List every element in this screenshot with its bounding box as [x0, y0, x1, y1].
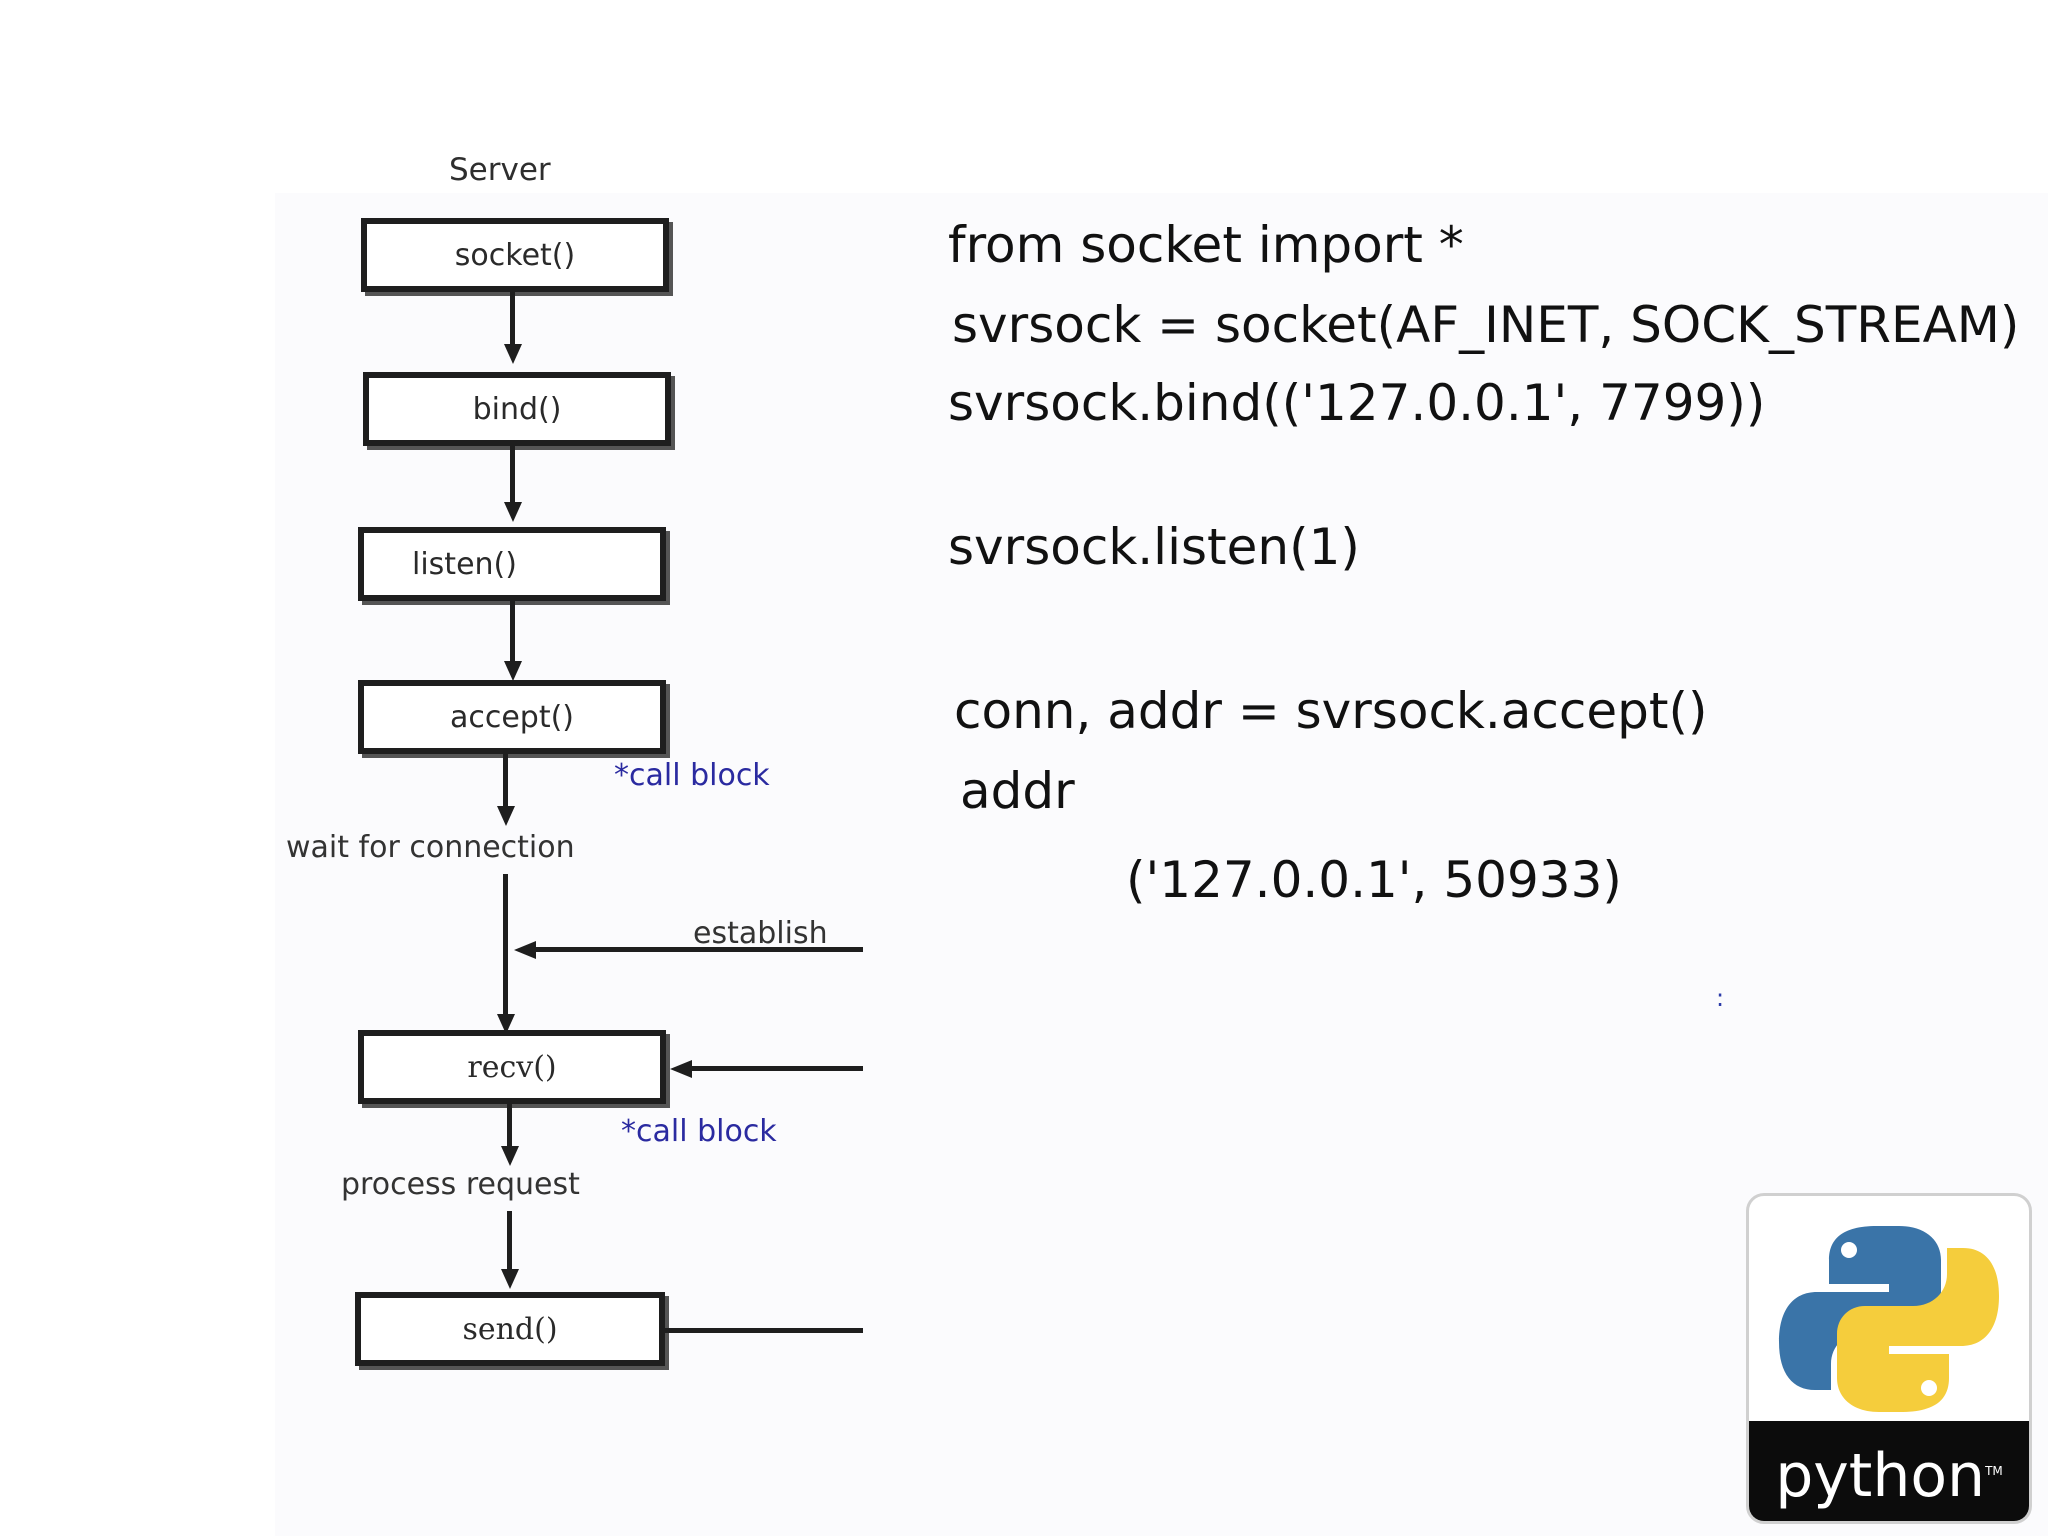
code-line-bind: svrsock.bind(('127.0.0.1', 7799)) [948, 374, 1766, 432]
step-listen: listen() [358, 527, 666, 601]
step-bind: bind() [363, 372, 671, 446]
arrowhead-down [504, 502, 522, 522]
connector-bind-listen [510, 446, 515, 502]
stray-mark: : [1716, 984, 1725, 1012]
arrowhead-down [497, 1014, 515, 1034]
arrowhead-down [501, 1269, 519, 1289]
code-line-listen: svrsock.listen(1) [948, 518, 1360, 576]
connector-wait-recv [503, 874, 508, 1014]
arrowhead-down [501, 1146, 519, 1166]
arrowhead-down [504, 344, 522, 364]
process-request-label: process request [341, 1167, 580, 1202]
code-line-addr: addr [960, 762, 1075, 820]
recv-input-line [686, 1066, 863, 1071]
call-block-note: *call block [621, 1114, 777, 1149]
arrowhead-down [504, 661, 522, 681]
connector-listen-accept [510, 601, 515, 661]
establish-label: establish [693, 916, 828, 951]
python-wordmark: pythonTM [1749, 1421, 2029, 1521]
call-block-note: *call block [614, 758, 770, 793]
step-accept: accept() [358, 680, 666, 754]
yellow-snake [1837, 1248, 1999, 1412]
python-snakes-icon [1779, 1226, 1999, 1412]
connector-accept-wait [503, 754, 508, 806]
arrowhead-left [670, 1060, 692, 1078]
send-output-line [665, 1328, 863, 1333]
code-line-accept: conn, addr = svrsock.accept() [954, 682, 1708, 740]
step-recv: recv() [358, 1030, 666, 1104]
wait-for-connection-label: wait for connection [286, 830, 575, 865]
step-socket: socket() [361, 218, 669, 292]
python-logo: pythonTM [1746, 1193, 2032, 1524]
diagram-title: Server [449, 152, 551, 188]
connector-socket-bind [510, 292, 515, 344]
establish-line [530, 947, 863, 952]
connector-process-send [507, 1211, 512, 1269]
arrowhead-left [514, 941, 536, 959]
arrowhead-down [497, 806, 515, 826]
code-output-addr: ('127.0.0.1', 50933) [1126, 851, 1622, 909]
step-send: send() [355, 1292, 665, 1366]
code-line-socket: svrsock = socket(AF_INET, SOCK_STREAM) [952, 296, 2020, 354]
code-line-import: from socket import * [948, 216, 1464, 274]
connector-recv-process [507, 1104, 512, 1148]
